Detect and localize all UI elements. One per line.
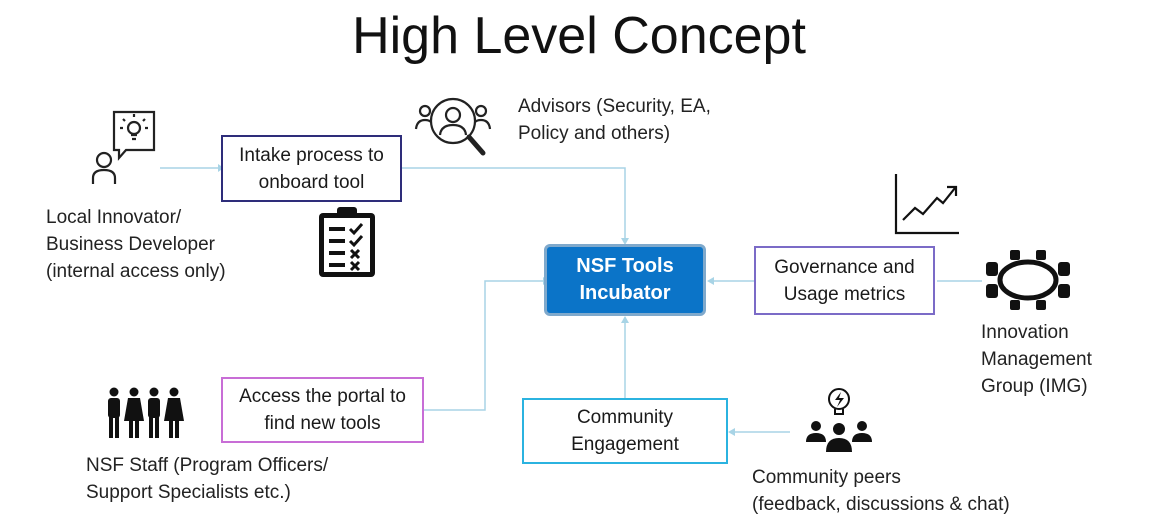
- meeting-table-icon: [986, 250, 1070, 310]
- img-line-2: Management: [981, 349, 1092, 370]
- img-line-3: Group (IMG): [981, 376, 1088, 397]
- governance-line-2: Usage metrics: [783, 283, 906, 305]
- peers-line-1: Community peers: [752, 467, 901, 488]
- peers-label: Community peers (feedback, discussions &…: [752, 464, 1010, 518]
- advisors-line-2: Policy and others): [518, 123, 671, 144]
- peers-line-2: (feedback, discussions & chat): [752, 494, 1010, 515]
- innovator-line-1: Local Innovator/: [46, 207, 182, 228]
- staff-group-icon: [108, 387, 184, 438]
- advisors-line-1: Advisors (Security, EA,: [518, 96, 711, 117]
- advisors-search-icon: [414, 97, 492, 156]
- community-engagement-box: Community Engagement: [522, 398, 728, 464]
- intake-process-box: Intake process to onboard tool: [221, 135, 402, 202]
- access-line-2: find new tools: [264, 413, 381, 434]
- access-line-1: Access the portal to: [239, 386, 406, 407]
- community-line-1: Community: [576, 407, 674, 428]
- checklist-icon: [319, 207, 375, 277]
- hub-nsf-tools-incubator: NSF Tools Incubator: [544, 244, 706, 316]
- connector-access-hub: [424, 280, 543, 411]
- hub-line-2: Incubator: [579, 282, 671, 304]
- hub-line-1: NSF Tools: [576, 255, 674, 277]
- img-label: Innovation Management Group (IMG): [981, 319, 1092, 400]
- governance-line-1: Governance and: [774, 256, 915, 278]
- community-line-2: Engagement: [571, 434, 679, 455]
- intake-line-1: Intake process to: [239, 144, 384, 166]
- governance-box: Governance and Usage metrics: [754, 246, 935, 315]
- innovator-idea-icon: [91, 110, 156, 184]
- innovator-line-2: Business Developer: [46, 234, 215, 255]
- access-portal-box: Access the portal to find new tools: [221, 377, 424, 443]
- img-line-1: Innovation: [981, 322, 1069, 343]
- innovator-line-3: (internal access only): [46, 261, 226, 282]
- staff-line-2: Support Specialists etc.): [86, 482, 291, 503]
- community-peers-icon: [806, 388, 872, 452]
- growth-chart-icon: [894, 174, 959, 235]
- page-title: High Level Concept: [352, 7, 806, 65]
- connector-intake-hub: [402, 167, 626, 243]
- innovator-label: Local Innovator/ Business Developer (int…: [46, 204, 226, 285]
- staff-line-1: NSF Staff (Program Officers/: [86, 455, 329, 476]
- staff-label: NSF Staff (Program Officers/ Support Spe…: [86, 452, 328, 506]
- advisors-label: Advisors (Security, EA, Policy and other…: [518, 93, 711, 147]
- intake-line-2: onboard tool: [258, 171, 365, 193]
